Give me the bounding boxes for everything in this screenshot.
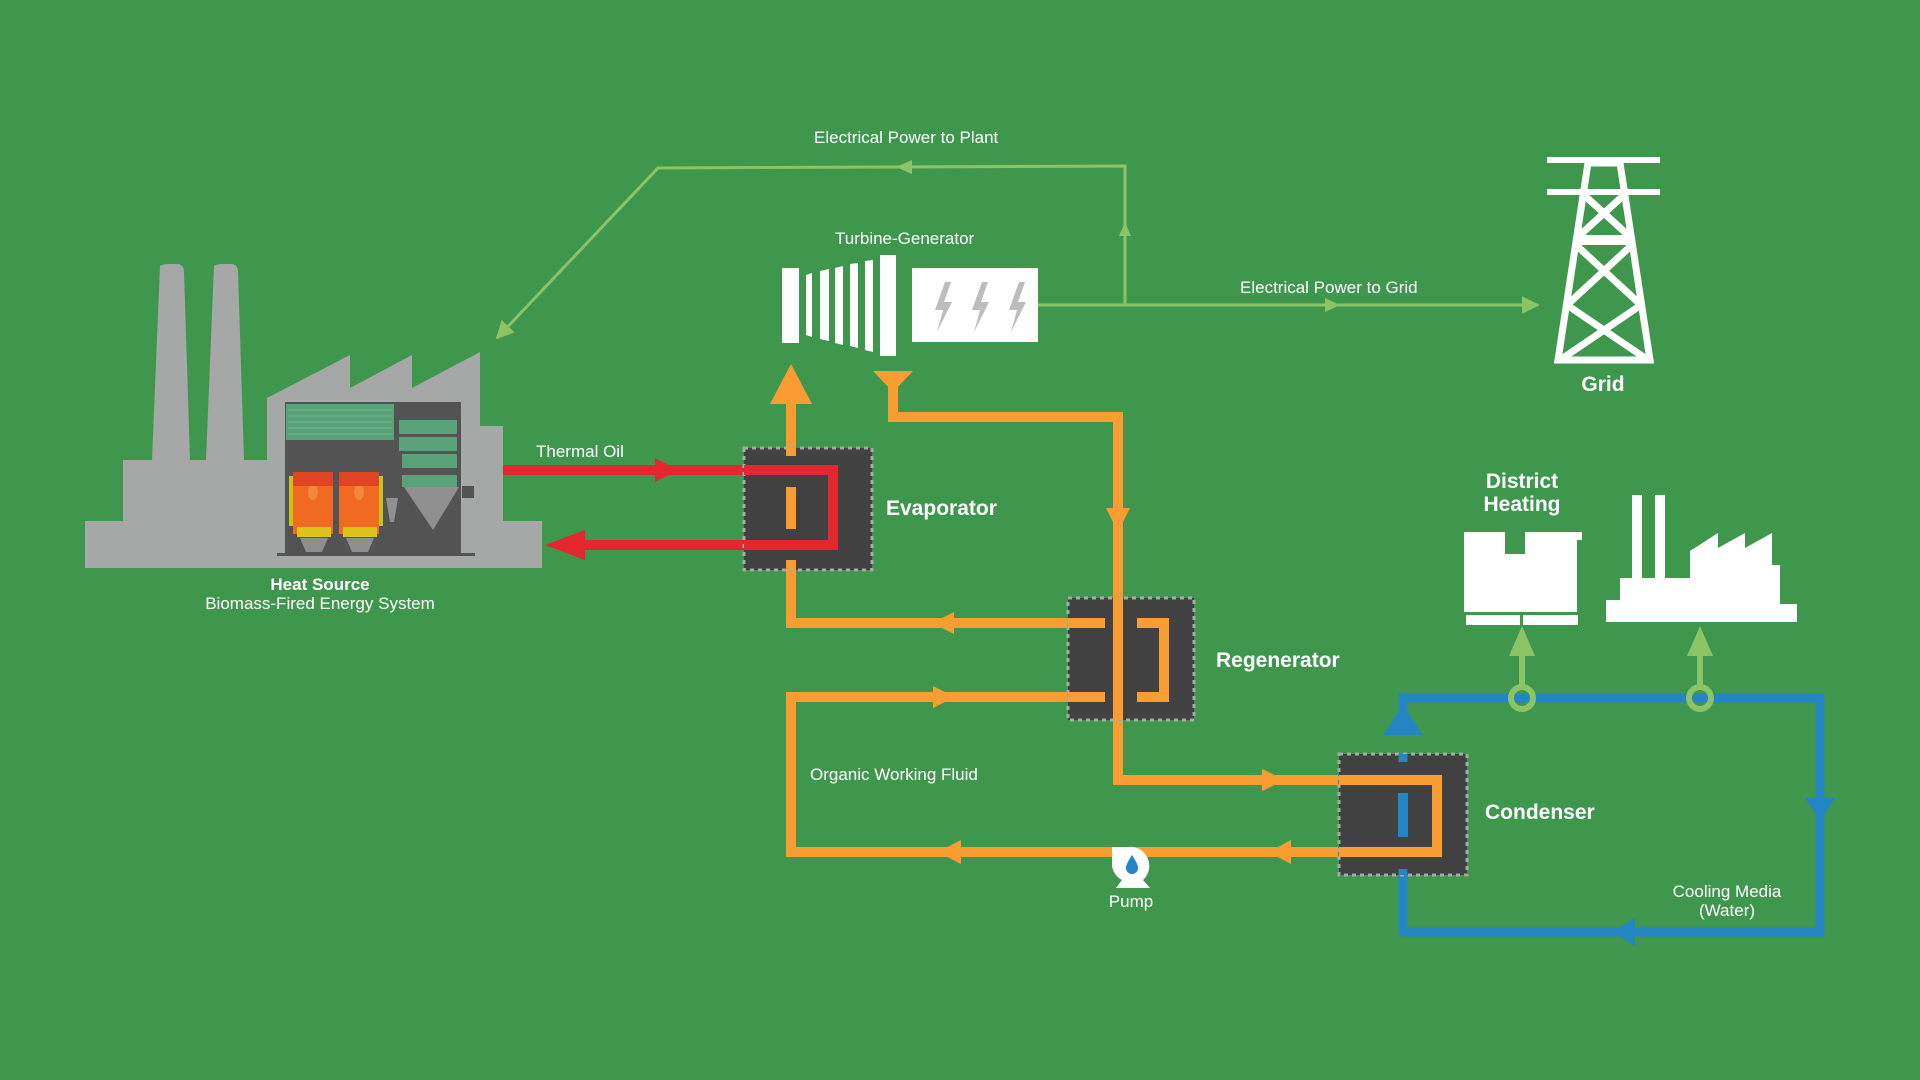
power-to-plant-line	[495, 160, 1131, 340]
label-district: District	[1485, 470, 1559, 493]
district-heating-arrows	[1509, 626, 1713, 656]
pump-icon	[1112, 846, 1150, 888]
label-heat-source-subtitle: Biomass-Fired Energy System	[205, 594, 435, 613]
generator-icon	[912, 268, 1038, 342]
label-pump: Pump	[1108, 892, 1154, 911]
label-district-heating: District Heating	[1483, 470, 1560, 516]
label-cooling-media: Cooling Media (Water)	[1673, 882, 1782, 920]
grid-tower-icon	[1547, 157, 1660, 364]
label-heating: Heating	[1483, 493, 1561, 516]
label-power-to-grid: Electrical Power to Grid	[1240, 278, 1418, 297]
label-condenser: Condenser	[1485, 801, 1595, 824]
label-heat-source: Heat Source Biomass-Fired Energy System	[205, 575, 435, 613]
label-power-to-plant: Electrical Power to Plant	[814, 128, 999, 147]
label-cooling-media-line1: Cooling Media	[1672, 882, 1782, 901]
label-turbine-generator: Turbine-Generator	[835, 229, 975, 248]
evaporator-exchanger	[742, 446, 874, 572]
turbine-icon	[782, 255, 896, 356]
cooling-water-loop	[1383, 693, 1835, 946]
district-heating-building-icon	[1464, 530, 1582, 626]
condenser-exchanger	[1337, 752, 1469, 877]
working-fluid-arrows	[770, 364, 1291, 864]
label-cooling-media-line2: (Water)	[1698, 901, 1756, 920]
label-heat-source-title: Heat Source	[270, 575, 370, 594]
label-grid: Grid	[1581, 373, 1625, 396]
label-regenerator: Regenerator	[1216, 649, 1340, 672]
industrial-plant-icon	[1606, 495, 1797, 622]
label-organic-working-fluid: Organic Working Fluid	[810, 765, 978, 784]
power-to-grid-line	[1038, 296, 1540, 314]
regenerator-exchanger	[1066, 596, 1196, 722]
label-evaporator: Evaporator	[886, 497, 997, 520]
heat-source-plant-icon	[85, 264, 542, 568]
label-thermal-oil: Thermal Oil	[536, 442, 624, 461]
